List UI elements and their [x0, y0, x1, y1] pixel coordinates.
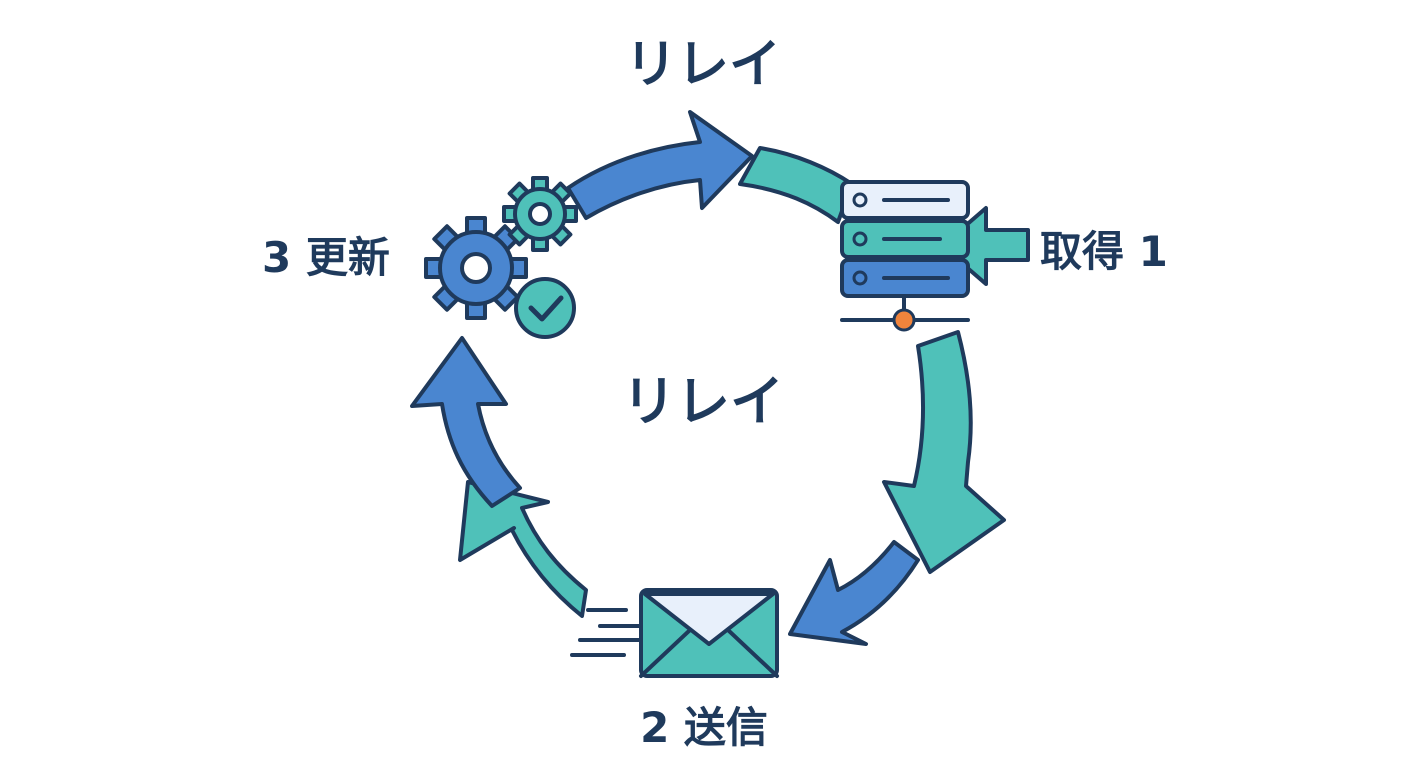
- envelope-icon: [570, 588, 779, 678]
- arrow-fetch-to-send: [882, 330, 1006, 574]
- arrow-relay-to-fetch: [738, 146, 854, 224]
- arrow-send-to-update-lower: [458, 480, 588, 618]
- center-label: リレイ: [622, 370, 784, 433]
- arrow-send-to-update-upper: [410, 336, 522, 508]
- arrow-update-to-relay: [566, 110, 754, 220]
- arrow-send-in: [788, 540, 920, 646]
- server-icon: [840, 180, 970, 332]
- check-circle-icon: [514, 277, 576, 339]
- diagram-title: リレイ: [625, 35, 781, 95]
- step-update-label: 3 更新: [262, 233, 390, 282]
- step-fetch-label: 取得 1: [1040, 227, 1168, 276]
- gears-icon: [424, 176, 578, 320]
- step-send-label: 2 送信: [640, 703, 768, 752]
